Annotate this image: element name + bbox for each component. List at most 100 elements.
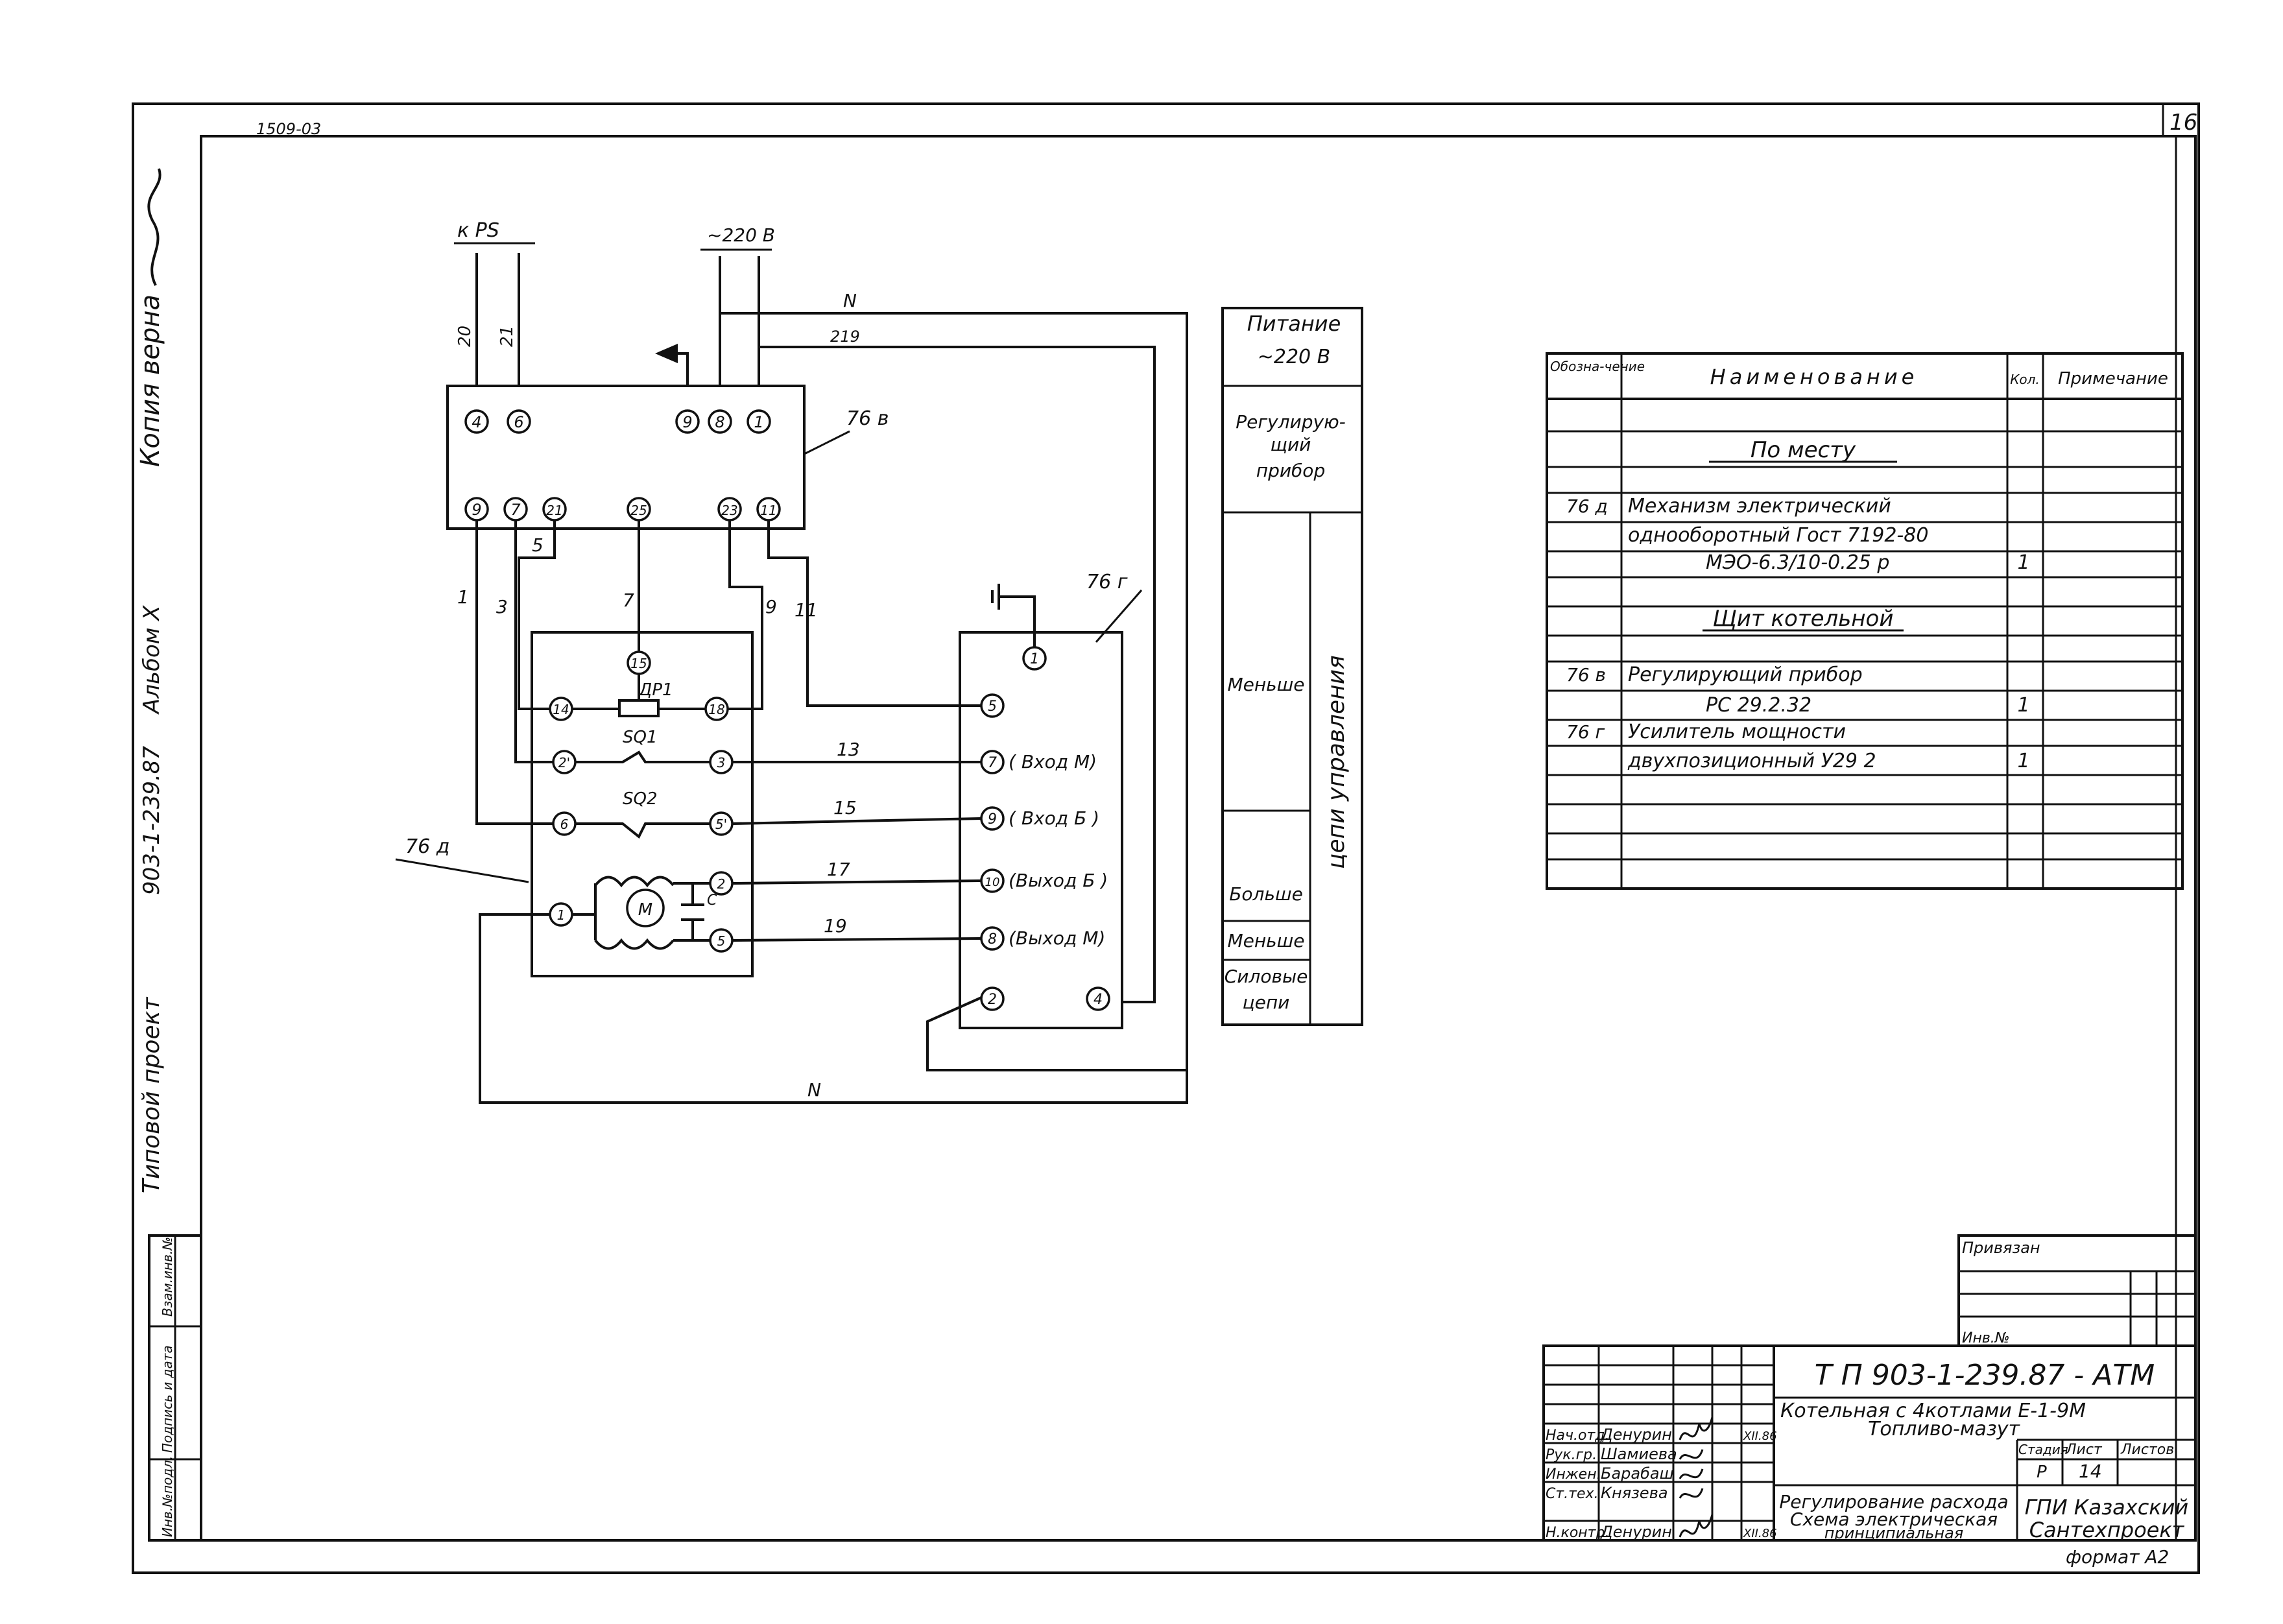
- svg-text:Денурин: Денурин: [1600, 1523, 1672, 1541]
- svg-text:ГПИ Казахский: ГПИ Казахский: [2025, 1495, 2188, 1520]
- svg-text:Схема электрическая: Схема электрическая: [1790, 1509, 1998, 1530]
- left-margin: Копия верна Альбом X 903-1-239.87 Типово…: [136, 168, 202, 1542]
- svg-text:2: 2: [988, 992, 997, 1008]
- svg-text:1: 1: [557, 907, 566, 923]
- svg-text:10: 10: [985, 876, 1000, 889]
- svg-text:Денурин: Денурин: [1600, 1426, 1672, 1444]
- svg-text:5: 5: [988, 699, 997, 715]
- svg-text:1: 1: [2017, 750, 2029, 772]
- album-label: Альбом X: [139, 605, 165, 715]
- svg-text:21: 21: [546, 503, 562, 518]
- regulator-terminals-top: 4 6 9 8 1: [464, 409, 771, 434]
- wire-21: 21: [497, 326, 517, 347]
- copy-note: Копия верна: [136, 294, 165, 467]
- svg-text:Усилитель мощности: Усилитель мощности: [1628, 721, 1846, 743]
- motor-symbol: [626, 889, 665, 927]
- amplifier-terminals: 1 5 7 ( Вход М) 9 ( Вход Б ) 10 (Выход Б…: [980, 646, 1110, 1011]
- regulator-box: [446, 385, 806, 530]
- svg-text:РС 29.2.32: РС 29.2.32: [1706, 694, 1811, 717]
- project-type: Типовой проект: [138, 997, 165, 1193]
- svg-text:18: 18: [708, 702, 724, 717]
- svg-text:Инв.№: Инв.№: [1962, 1330, 2010, 1346]
- svg-text:23: 23: [721, 503, 737, 518]
- svg-text:5: 5: [717, 933, 726, 949]
- sheet-number: 16: [2169, 110, 2197, 136]
- svg-text:6: 6: [560, 817, 569, 832]
- svg-text:XII.86: XII.86: [1743, 1527, 1777, 1540]
- sq2-label: SQ2: [623, 789, 658, 809]
- wire-13: 13: [837, 739, 860, 760]
- svg-text:По месту: По месту: [1751, 437, 1856, 463]
- svg-text:Инжен.: Инжен.: [1546, 1466, 1601, 1483]
- regulator-label: 76 в: [846, 407, 889, 430]
- svg-text:Шамиева: Шамиева: [1601, 1445, 1677, 1463]
- capacitor-label: С: [707, 892, 717, 909]
- wire-20: 20: [455, 326, 475, 347]
- sheet-frame: [132, 102, 2200, 1574]
- sq1-label: SQ1: [623, 728, 658, 747]
- svg-text:2: 2: [717, 876, 726, 892]
- wire-7: 7: [623, 590, 634, 611]
- amplifier-label: 76 г: [1086, 571, 1128, 593]
- wire-219: 219: [830, 328, 860, 346]
- svg-text:цепи: цепи: [1243, 992, 1290, 1013]
- svg-text:1: 1: [2017, 551, 2029, 574]
- top-code: 1509-03: [256, 120, 321, 138]
- spec-row-lines: [1547, 430, 2182, 861]
- svg-text:прибор: прибор: [1256, 460, 1325, 481]
- mechanism-box: [531, 631, 754, 977]
- svg-text:Лист: Лист: [2065, 1442, 2103, 1458]
- legend-strip: Питание ~220 В Регулирую- щий прибор Мен…: [1221, 307, 1363, 1026]
- svg-text:Р: Р: [2037, 1463, 2047, 1482]
- copy-signature: [147, 168, 161, 286]
- svg-text:Привязан: Привязан: [1962, 1239, 2040, 1257]
- svg-text:1: 1: [754, 413, 763, 431]
- svg-text:9: 9: [988, 811, 997, 828]
- stamp-people: Нач.отд. Денурин Рук.гр. Шамиева Инжен. …: [1546, 1416, 1777, 1541]
- svg-text:Князева: Князева: [1601, 1484, 1668, 1502]
- svg-text:Регулирование расхода: Регулирование расхода: [1779, 1491, 2008, 1512]
- wire-5: 5: [532, 534, 544, 556]
- svg-text:Сантехпроект: Сантехпроект: [2029, 1518, 2185, 1542]
- stamp-cell-sign: Подпись и дата: [160, 1345, 175, 1453]
- svg-text:2': 2': [558, 755, 570, 770]
- svg-text:МЭО-6.3/10-0.25 р: МЭО-6.3/10-0.25 р: [1706, 551, 1889, 574]
- svg-text:(Выход М): (Выход М): [1009, 927, 1105, 949]
- svg-text:однооборотный Гост 7192-80: однооборотный Гост 7192-80: [1628, 524, 1928, 547]
- amplifier-box: [959, 631, 1123, 1029]
- svg-text:(Выход Б ): (Выход Б ): [1009, 870, 1108, 891]
- svg-text:двухпозиционный У29 2: двухпозиционный У29 2: [1627, 750, 1876, 772]
- svg-text:Ст.тех.: Ст.тех.: [1546, 1486, 1599, 1502]
- svg-text:6: 6: [514, 413, 523, 431]
- spec-table: Обозна-чение Наименование Кол. Примечани…: [1546, 352, 2184, 890]
- svg-text:Больше: Больше: [1229, 883, 1303, 905]
- svg-text:М: М: [638, 900, 652, 920]
- svg-text:4: 4: [1094, 992, 1103, 1008]
- svg-text:Котельная с 4котлами Е-1-9М: Котельная с 4котлами Е-1-9М: [1780, 1400, 2086, 1422]
- ac220-label: ~220 В: [707, 224, 775, 246]
- svg-text:4: 4: [472, 413, 481, 431]
- stamp-grid: [1544, 1346, 1774, 1540]
- svg-text:Обозна-чение: Обозна-чение: [1550, 359, 1645, 374]
- svg-text:8: 8: [988, 931, 997, 948]
- schematic: к РS ~220 В 20 21 N 219 76 в 4 6 9: [395, 219, 1188, 1104]
- svg-text:Меньше: Меньше: [1227, 674, 1304, 695]
- svg-text:3: 3: [717, 755, 726, 770]
- stamp-cell-inv: Взам.инв.№: [160, 1237, 175, 1317]
- format-label: формат А2: [2066, 1546, 2169, 1568]
- svg-text:15: 15: [630, 656, 647, 671]
- svg-text:9: 9: [682, 413, 692, 431]
- wire-N-top: N: [843, 290, 857, 311]
- svg-text:76 г: 76 г: [1566, 721, 1605, 743]
- svg-text:9: 9: [472, 501, 481, 519]
- svg-text:XII.86: XII.86: [1743, 1429, 1777, 1443]
- svg-text:Стадия: Стадия: [2018, 1442, 2068, 1457]
- svg-text:принципиальная: принципиальная: [1824, 1524, 1963, 1542]
- svg-text:1: 1: [2017, 694, 2029, 717]
- wire-3: 3: [496, 596, 508, 617]
- svg-text:Питание: Питание: [1247, 311, 1341, 336]
- svg-text:цепи управления: цепи управления: [1323, 655, 1350, 869]
- wire-9: 9: [765, 596, 777, 617]
- svg-text:14: 14: [553, 702, 569, 717]
